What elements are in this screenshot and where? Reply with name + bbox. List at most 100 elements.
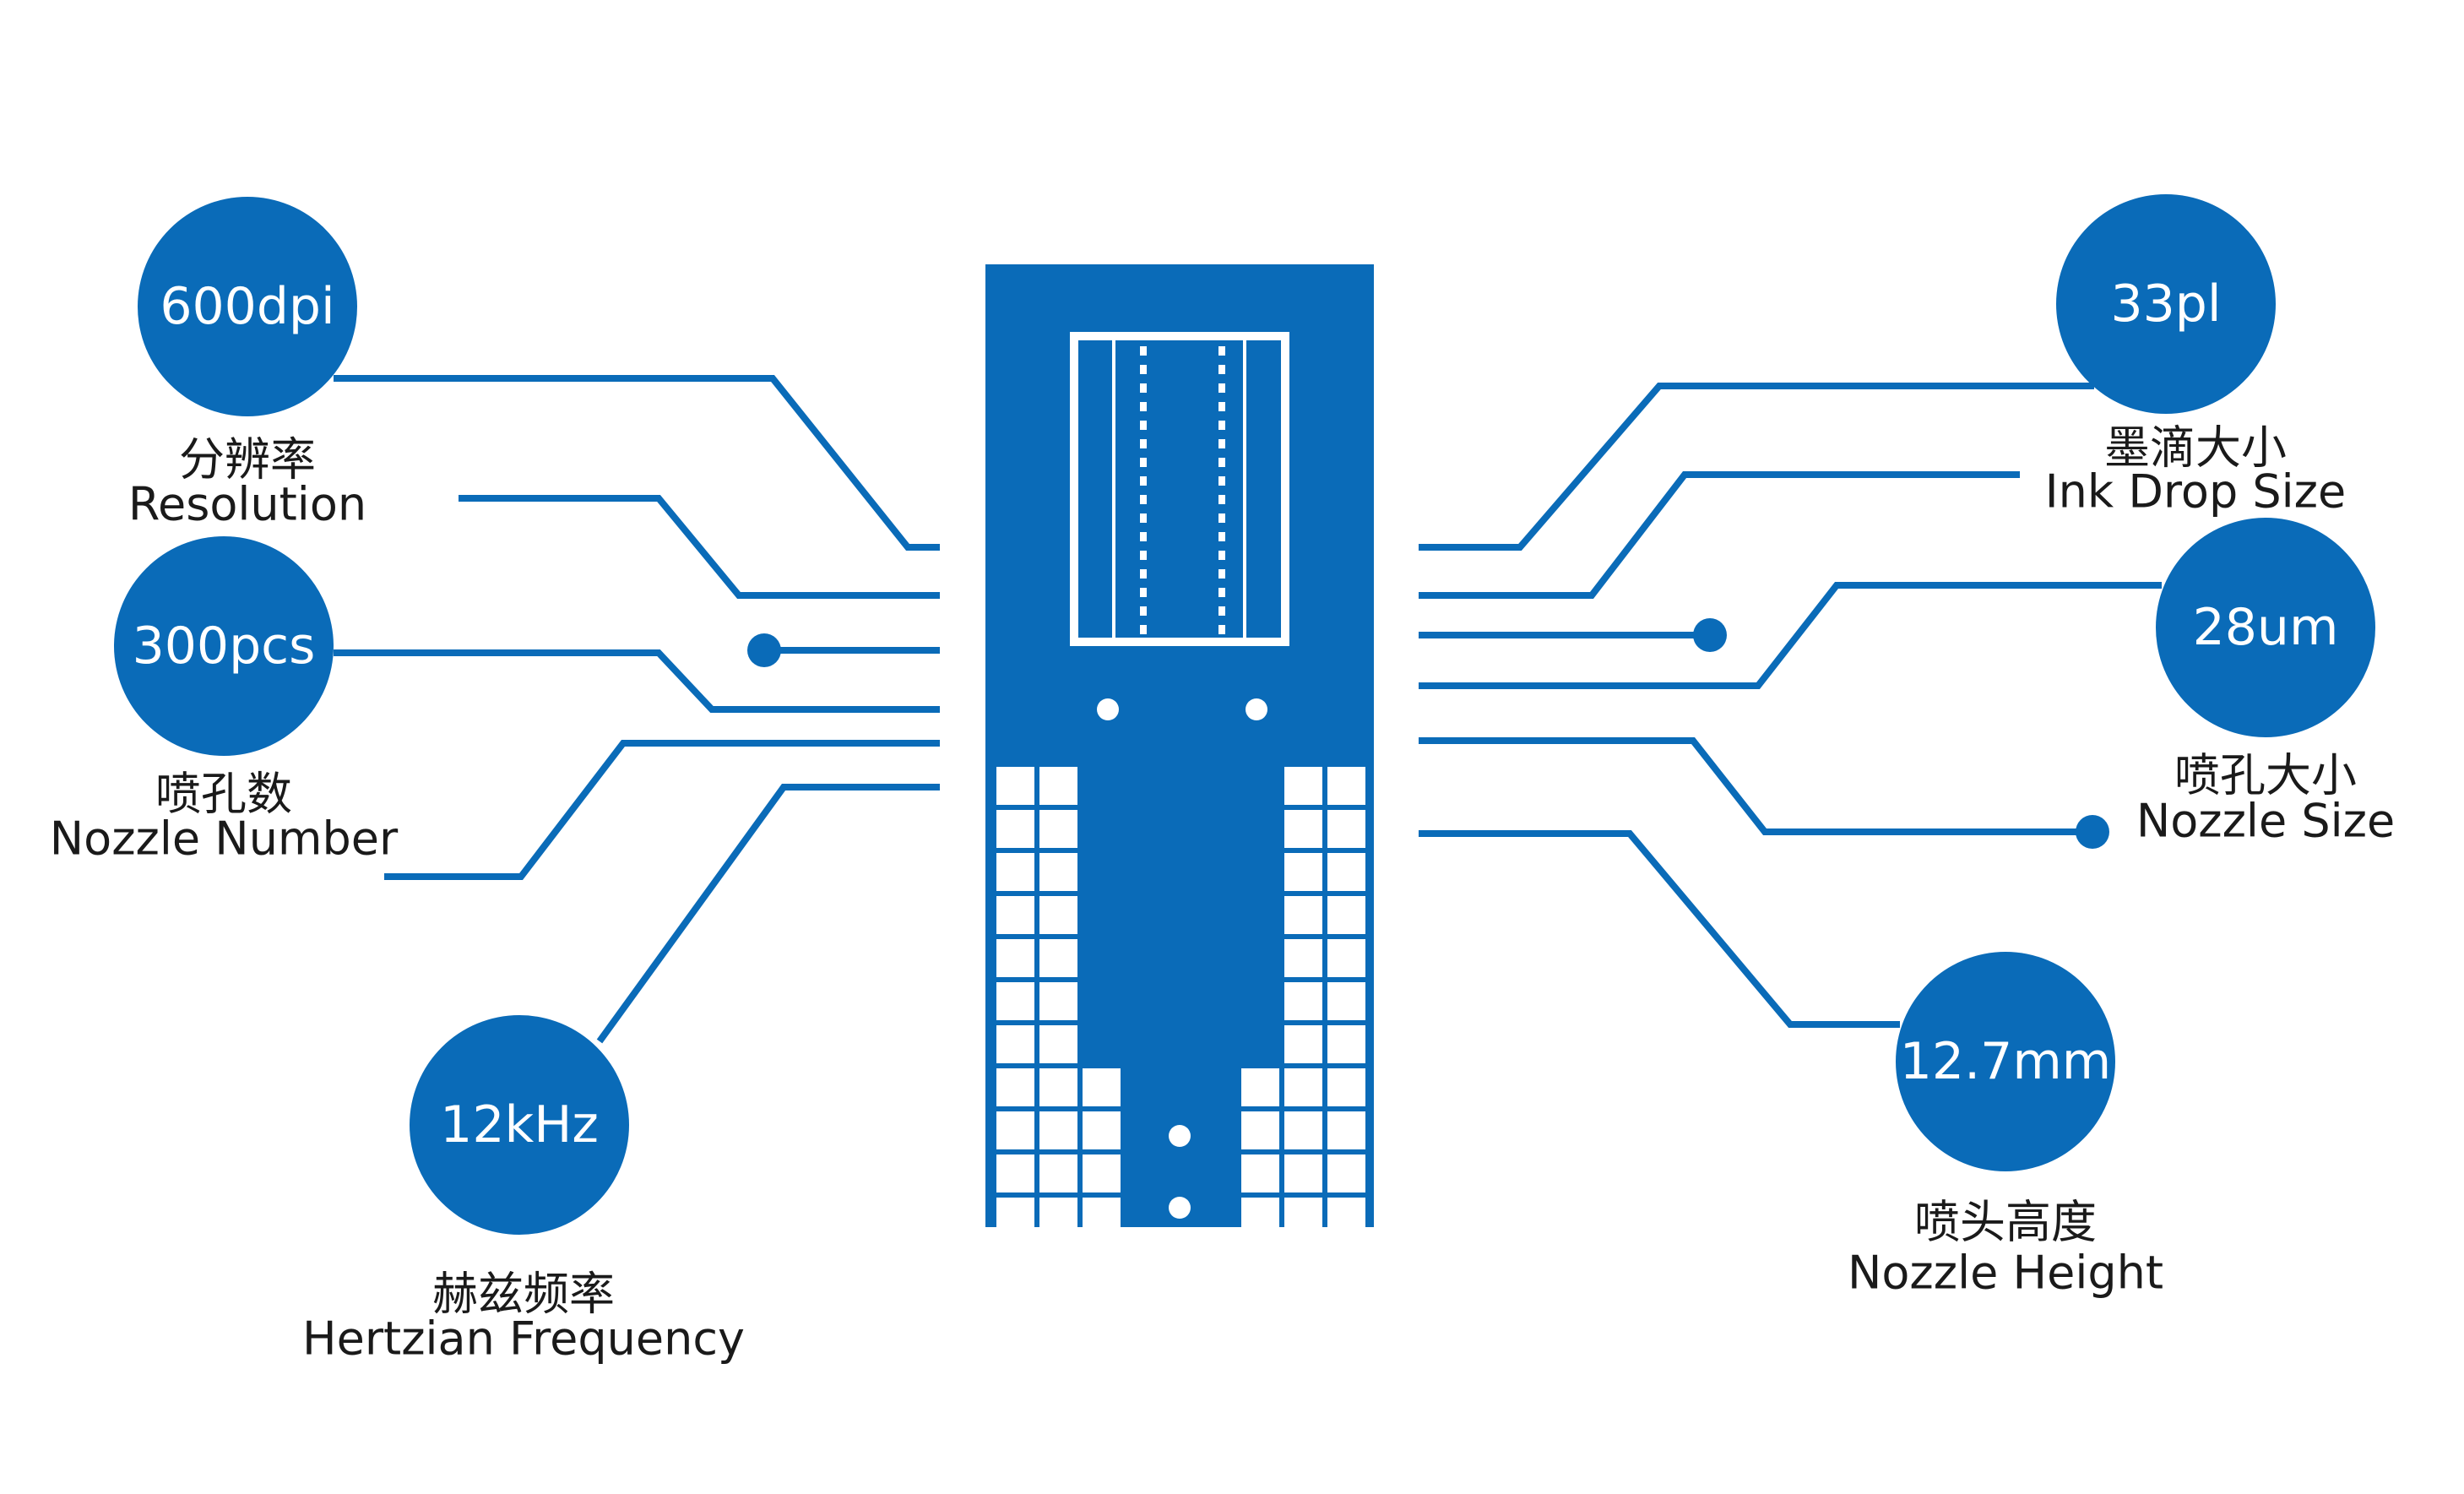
printhead-chip [985,264,1374,1236]
contact-pad [1039,939,1077,977]
spec-bubble [410,1015,629,1235]
nozzle-dash [1218,439,1225,448]
nozzle-dash [1218,458,1225,467]
nozzle-dash [1140,551,1147,560]
contact-pad [1327,810,1365,848]
spec-value: 12.7mm [1900,1032,2112,1091]
contact-pad [1327,767,1365,805]
mount-hole [1169,1125,1191,1147]
spec-nozzle-number: 300pcs 喷孔数 Nozzle Number [50,536,399,866]
nozzle-dash [1140,625,1147,634]
spec-label-en: Hertzian Frequency [302,1312,745,1366]
contact-pad [1327,896,1365,934]
connector-line [1419,471,2020,599]
contact-pad [1039,1068,1077,1106]
nozzle-dash [1140,476,1147,486]
contact-pad [996,896,1034,934]
nozzle-dash [1140,513,1147,523]
contact-pad [1039,1154,1077,1192]
spec-value: 28um [2193,598,2339,657]
nozzle-dash [1218,402,1225,411]
spec-label-en: Ink Drop Size [2045,465,2347,519]
contact-pad [1241,1068,1279,1106]
spec-value: 33pl [2110,274,2221,334]
contact-pad [1039,1025,1077,1063]
nozzle-dash [1140,402,1147,411]
spec-bubble [138,197,357,416]
spec-nozzle-height: 12.7mm 喷头高度 Nozzle Height [1848,952,2163,1300]
contact-pad [996,982,1034,1020]
nozzle-dash [1218,346,1225,356]
nozzle-dash [1218,551,1225,560]
connector-nozzle-number [334,649,940,713]
nozzle-dash [1140,458,1147,467]
connector-dot [1693,618,1727,652]
nozzle-dash [1218,513,1225,523]
spec-ink-drop: 33pl 墨滴大小 Ink Drop Size [2045,194,2347,519]
contact-pad [1327,853,1365,891]
contact-pad [996,853,1034,891]
nozzle-window [1078,340,1281,638]
contact-pad [996,810,1034,848]
connector-line [459,495,940,599]
spec-label-cn: 赫兹频率 [432,1268,615,1321]
connector-ink-drop [1419,383,2094,551]
nozzle-dash [1218,365,1225,374]
mount-hole [1097,698,1119,720]
nozzle-dash [1140,588,1147,597]
contact-pad [996,939,1034,977]
contact-pad [1327,1154,1365,1192]
spec-label-en: Nozzle Number [50,812,399,866]
connector-dot [747,633,781,667]
nozzle-dash [1218,495,1225,504]
contact-pad [1284,1198,1322,1236]
right-connectors [1419,383,2162,1028]
connector-line [1419,737,2092,835]
contact-pad [1039,896,1077,934]
contact-pad [1327,1111,1365,1149]
nozzle-dash [1218,569,1225,579]
connector-resolution [334,375,940,551]
contact-pad [1284,1111,1322,1149]
spec-label-cn: 喷孔大小 [2174,749,2357,802]
spec-bubble [2056,194,2276,414]
contact-pad [1284,982,1322,1020]
contact-pad [1327,939,1365,977]
spec-label-cn: 喷孔数 [155,768,292,821]
nozzle-dash [1140,495,1147,504]
contact-pad [1327,1025,1365,1063]
spec-nozzle-size: 28um 喷孔大小 Nozzle Size [2136,518,2395,848]
spec-value: 300pcs [133,617,316,676]
contact-pad [1039,810,1077,848]
contact-pad [1083,1111,1121,1149]
contact-pad [1284,1025,1322,1063]
spec-bubble [1896,952,2115,1171]
nozzle-dash [1140,532,1147,541]
nozzle-dash [1140,606,1147,616]
contact-pad [1039,1111,1077,1149]
contact-pad [1327,1068,1365,1106]
nozzle-dash [1140,421,1147,430]
spec-label-cn: 喷头高度 [1914,1196,2097,1249]
nozzle-dash [1218,606,1225,616]
spec-label-cn: 分辨率 [179,433,316,486]
nozzle-dash [1218,476,1225,486]
contact-pad [1284,939,1322,977]
contact-pad [1327,1198,1365,1236]
contact-pad [1039,1198,1077,1236]
spec-label-cn: 墨滴大小 [2104,421,2287,475]
left-connectors [334,375,940,1044]
contact-pad [1241,1198,1279,1236]
contact-pad [1083,1154,1121,1192]
contact-pad [1083,1068,1121,1106]
nozzle-dash [1140,346,1147,356]
spec-label-en: Resolution [128,478,366,531]
nozzle-dash [1218,532,1225,541]
contact-pad [1284,853,1322,891]
nozzle-dash [1218,588,1225,597]
nozzle-dash [1218,383,1225,393]
nozzle-dash [1218,625,1225,634]
contact-pad [1284,810,1322,848]
spec-bubble [2156,518,2375,737]
nozzle-dash [1218,421,1225,430]
